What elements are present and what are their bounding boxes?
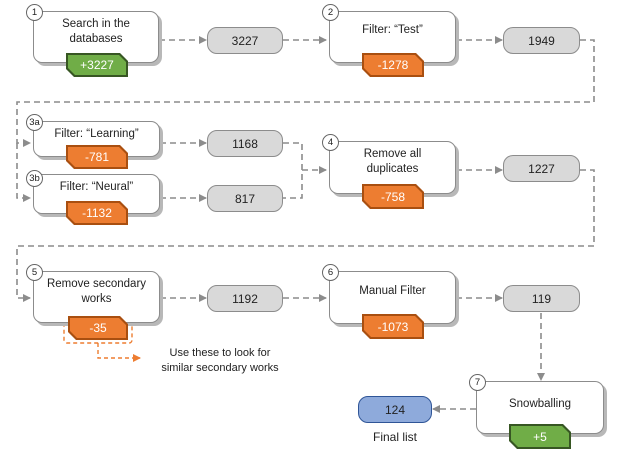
count-after-step-1: 3227 [207, 27, 283, 54]
step-1-delta: +3227 [66, 53, 128, 77]
step-3a-label: Filter: “Learning” [54, 128, 139, 140]
step-7-number: 7 [469, 374, 486, 391]
count-after-step-4: 1227 [503, 155, 580, 182]
count-after-step-3b: 817 [207, 185, 283, 212]
arrow-secondary-note [97, 343, 141, 362]
count-after-step-2: 1949 [503, 27, 580, 54]
step-2-number: 2 [322, 4, 339, 21]
arrow-count4-to-step5 [16, 169, 595, 302]
arrow-count2-to-steps3 [16, 39, 595, 147]
step-3b-label: Filter: “Neural” [59, 181, 134, 193]
arrow-counts3-to-step4 [283, 142, 326, 199]
step-3a-number: 3a [26, 114, 43, 131]
step-7-delta: +5 [509, 424, 571, 449]
final-count: 124 [358, 396, 432, 423]
final-list-label: Final list [372, 430, 417, 444]
step-5-delta: -35 [68, 316, 128, 340]
step-6-number: 6 [322, 264, 339, 281]
step-4-number: 4 [322, 134, 339, 151]
step-3a-delta: -781 [66, 145, 128, 169]
step-6-delta: -1073 [362, 314, 424, 339]
count-after-step-3a: 1168 [207, 130, 283, 157]
count-after-step-6: 119 [503, 285, 580, 312]
step-6-label: Manual Filter [359, 285, 426, 297]
step-7-label: Snowballing [508, 398, 571, 410]
step-3b-number: 3b [26, 170, 43, 187]
step-4-delta: -758 [362, 184, 424, 209]
step-2-label: Filter: “Test” [362, 24, 423, 36]
step-3b-delta: -1132 [66, 201, 128, 225]
step-5-number: 5 [26, 264, 43, 281]
step-1-number: 1 [26, 4, 43, 21]
count-after-step-5: 1192 [207, 285, 283, 312]
arrow-branch-to-step3b [16, 143, 31, 202]
step-2-delta: -1278 [362, 53, 424, 77]
